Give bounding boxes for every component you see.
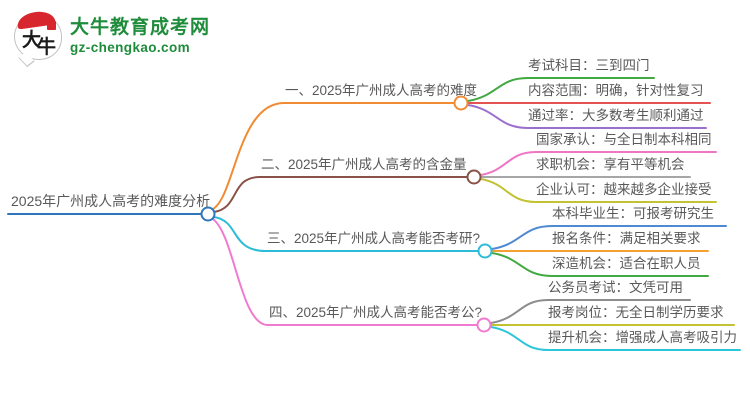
badge-char-da: 大 (22, 30, 42, 51)
branch-4-child-3: 提升机会：增强成人高考吸引力 (548, 330, 737, 345)
branch-1-link (212, 102, 455, 210)
branch-3-topic: 三、2025年广州成人高考能否考研? (267, 231, 481, 246)
branch-2-link (213, 176, 468, 213)
daniu-badge-icon: 大 牛 (14, 9, 62, 68)
branch-2-topic: 二、2025年广州成人高考的含金量 (261, 157, 467, 172)
branch-3-child-3: 深造机会：适合在职人员 (552, 256, 701, 271)
branch-3-node-circle[interactable] (477, 243, 493, 259)
branch-4-child-3-link (490, 326, 741, 351)
branch-3-child-1: 本科毕业生：可报考研究生 (552, 206, 714, 221)
branch-3-child-3-link (491, 252, 709, 277)
branch-1-child-3: 通过率：大多数考生顺利通过 (528, 108, 704, 123)
branch-2-node-circle[interactable] (466, 169, 482, 185)
badge-red-seal-icon (47, 21, 56, 30)
badge-char-niu: 牛 (37, 37, 57, 58)
branch-4-topic: 四、2025年广州成人高考能否考公? (269, 305, 483, 320)
branch-4-child-1: 公务员考试：文凭可用 (548, 280, 683, 295)
branch-3-child-1-link (491, 225, 727, 250)
branch-3-link (213, 216, 479, 252)
brand-domain: gz-chengkao.com (70, 40, 191, 55)
branch-2-child-1-link (480, 151, 717, 176)
branch-2-child-2: 求职机会：享有平等机会 (536, 157, 685, 172)
branch-2-child-3-link (480, 178, 717, 203)
brand-name: 大牛教育成考网 (70, 17, 211, 38)
branch-4-link (212, 218, 478, 326)
site-logo[interactable]: 大 牛 大牛教育成考网 gz-chengkao.com (14, 9, 210, 68)
branch-1-child-3-link (467, 104, 707, 129)
branch-4-node-circle[interactable] (476, 317, 492, 333)
branch-3-child-2: 报名条件：满足相关要求 (552, 231, 701, 246)
root-node-circle[interactable] (200, 206, 216, 222)
branch-2-child-1: 国家承认：与全日制本科相同 (536, 132, 712, 147)
branch-1-topic: 一、2025年广州成人高考的难度 (285, 83, 478, 98)
branch-2-child-3: 企业认可：越来越多企业接受 (536, 182, 712, 197)
branch-1-child-1-link (467, 77, 655, 102)
branch-1-child-2: 内容范围：明确，针对性复习 (528, 83, 704, 98)
branch-4-child-1-link (490, 299, 691, 324)
branch-1-child-1: 考试科目：三到四门 (528, 58, 650, 73)
root-topic: 2025年广州成人高考的难度分析 (11, 193, 211, 209)
branch-1-node-circle[interactable] (453, 95, 469, 111)
logo-text: 大牛教育成考网 gz-chengkao.com (70, 14, 210, 56)
branch-4-child-2: 报考岗位：无全日制学历要求 (548, 305, 724, 320)
